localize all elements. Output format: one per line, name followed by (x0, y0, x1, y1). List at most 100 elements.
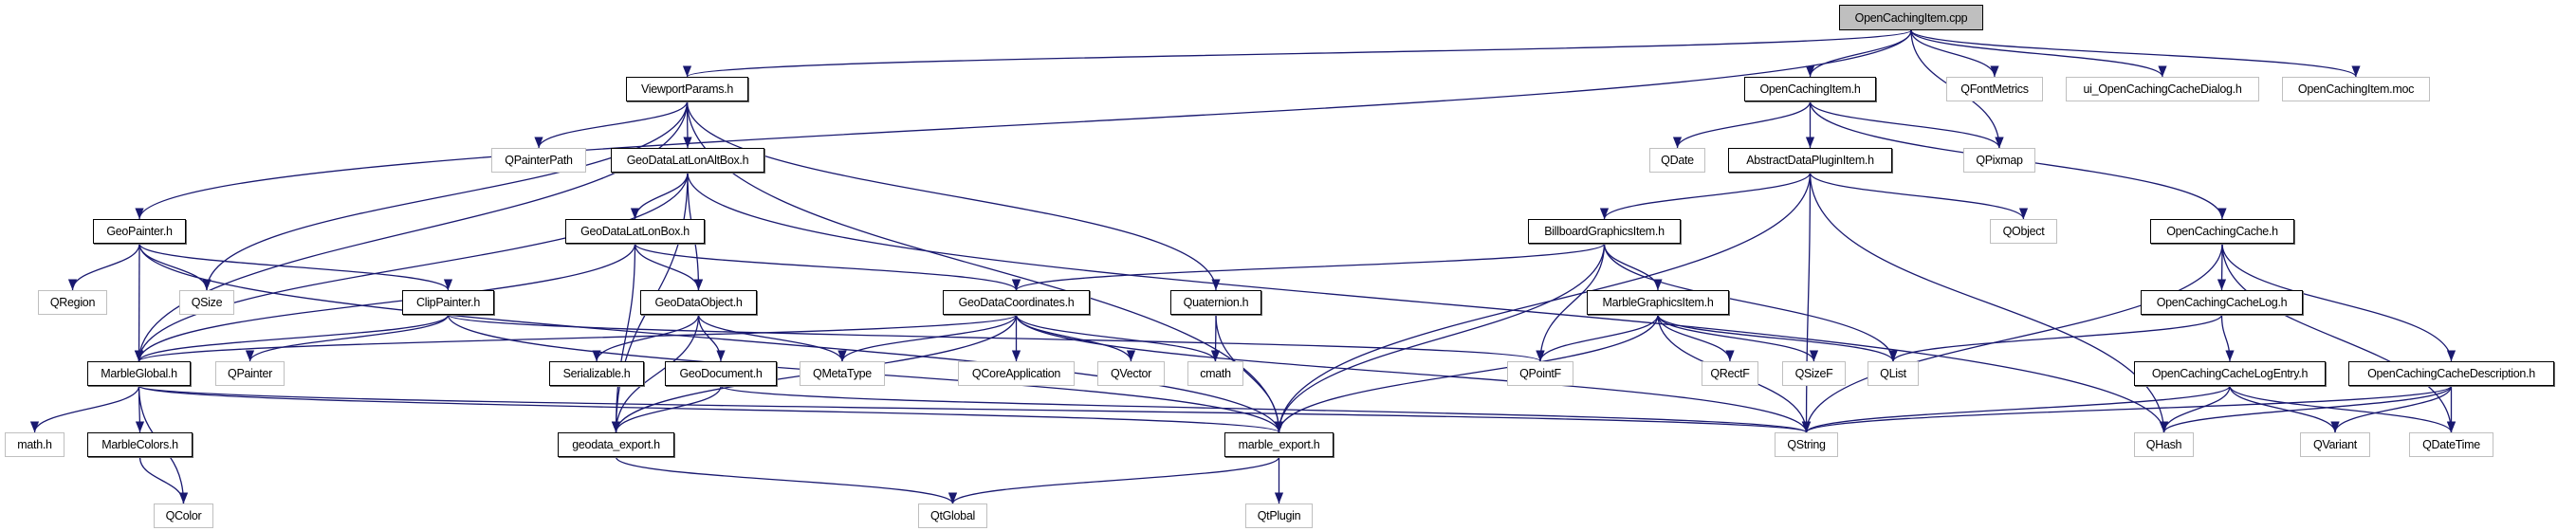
node-QSize: QSize (179, 290, 234, 315)
node-moc: OpenCachingItem.moc (2282, 77, 2430, 101)
edge-ClipPainter-to-QPointF (447, 314, 1545, 362)
edge-marbleExport-to-QtGlobal (948, 456, 1280, 504)
node-QList: QList (1868, 361, 1919, 386)
node-AbstractDataPluginItem[interactable]: AbstractDataPluginItem.h (1728, 148, 1892, 173)
edge-MarbleColors-to-QColor (138, 456, 189, 504)
edge-Billboard-to-QPointF (1536, 243, 1606, 362)
node-AltBox[interactable]: GeoDataLatLonAltBox.h (611, 148, 764, 173)
edge-cpp-to-moc (1910, 29, 2361, 78)
edge-ClipPainter-to-MarbleGlobal (134, 314, 450, 362)
edge-AbstractDataPluginItem-to-Billboard (1599, 172, 1812, 220)
edge-ClipPainter-to-QPainter (245, 314, 450, 362)
edge-ViewportParams-to-QSize (202, 101, 689, 291)
edge-Description-to-QVariant (2330, 385, 2453, 433)
edge-LogEntry-to-QVariant (2229, 385, 2340, 433)
node-MarbleGlobal[interactable]: MarbleGlobal.h (87, 361, 191, 386)
edge-OpenCachingItemH-to-QDate (1672, 101, 1812, 149)
node-QString: QString (1775, 432, 1838, 457)
edge-AbstractDataPluginItem-to-QObject (1809, 172, 2029, 220)
edge-AltBox-to-LatLonBox (630, 172, 689, 220)
edge-MarbleGlobal-to-mathh (29, 385, 140, 433)
edge-AbstractDataPluginItem-to-QHash (1809, 172, 2169, 433)
node-QVariant: QVariant (2300, 432, 2370, 457)
node-LogEntry[interactable]: OpenCachingCacheLogEntry.h (2134, 361, 2326, 386)
edge-MarbleGlobal-to-marbleExport (138, 385, 1283, 433)
edge-Billboard-to-GeoDataCoordinates (1012, 243, 1606, 291)
edge-GeoPainter-to-MarbleGlobal (134, 243, 144, 362)
node-QHash: QHash (2134, 432, 2194, 457)
node-ClipPainter[interactable]: ClipPainter.h (402, 290, 494, 315)
edge-OpenCachingItemH-to-QPixmap (1809, 101, 2004, 149)
node-GeoDataCoordinates[interactable]: GeoDataCoordinates.h (943, 290, 1090, 315)
node-cpp[interactable]: OpenCachingItem.cpp (1839, 5, 1983, 30)
node-GeoPainter[interactable]: GeoPainter.h (93, 219, 186, 244)
node-CacheLog[interactable]: OpenCachingCacheLog.h (2141, 290, 2303, 315)
edge-Description-to-QHash (2159, 385, 2453, 433)
node-ViewportParams[interactable]: ViewportParams.h (626, 77, 748, 101)
node-Serializable[interactable]: Serializable.h (549, 361, 644, 386)
edge-MarbleGraphicsItem-to-QPointF (1536, 314, 1659, 362)
node-marbleExport[interactable]: marble_export.h (1224, 432, 1334, 457)
edge-OpenCachingCache-to-QDateTime (2221, 243, 2456, 433)
node-QPixmap: QPixmap (1963, 148, 2035, 173)
node-MarbleGraphicsItem[interactable]: MarbleGraphicsItem.h (1587, 290, 1729, 315)
edge-LatLonBox-to-MarbleGlobal (134, 243, 636, 362)
edge-GeoDataObject-to-Serializable (592, 314, 700, 362)
node-LatLonBox[interactable]: GeoDataLatLonBox.h (565, 219, 705, 244)
node-mathh: math.h (5, 432, 64, 457)
node-QtPlugin: QtPlugin (1245, 504, 1313, 528)
node-geodataExport[interactable]: geodata_export.h (558, 432, 674, 457)
edge-ViewportParams-to-QPainterPath (534, 101, 689, 149)
edge-AbstractDataPluginItem-to-QString (1801, 172, 1812, 433)
edge-Billboard-to-MarbleGraphicsItem (1603, 243, 1663, 291)
edge-AbstractDataPluginItem-to-marbleExport (1274, 172, 1812, 433)
edge-geodataExport-to-QtGlobal (615, 456, 958, 504)
edge-ViewportParams-to-Quaternion (686, 101, 1221, 291)
node-GeoDocument[interactable]: GeoDocument.h (665, 361, 777, 386)
node-OpenCachingItemH[interactable]: OpenCachingItem.h (1744, 77, 1876, 101)
node-QDate: QDate (1649, 148, 1705, 173)
node-Description[interactable]: OpenCachingCacheDescription.h (2348, 361, 2554, 386)
node-GeoDataObject[interactable]: GeoDataObject.h (640, 290, 757, 315)
edge-LatLonBox-to-GeoDataCoordinates (634, 243, 1021, 291)
edge-GeoDataObject-to-GeoDocument (697, 314, 726, 362)
node-QRectF: QRectF (1702, 361, 1758, 386)
edge-GeoPainter-to-QRegion (67, 243, 140, 291)
edge-MarbleGraphicsItem-to-QRectF (1657, 314, 1735, 362)
edge-cpp-to-uiDialog (1910, 29, 2167, 78)
node-QDateTime: QDateTime (2409, 432, 2493, 457)
edge-GeoDataObject-to-QMetaType (697, 314, 847, 362)
node-QFontMetrics: QFontMetrics (1946, 77, 2043, 101)
node-QMetaType: QMetaType (800, 361, 885, 386)
edge-GeoDataCoordinates-to-QMetaType (837, 314, 1018, 362)
node-QPointF: QPointF (1507, 361, 1573, 386)
edge-GeoDocument-to-QString (720, 385, 1811, 433)
node-MarbleColors[interactable]: MarbleColors.h (87, 432, 193, 457)
edge-CacheLog-to-LogEntry (2220, 314, 2235, 362)
edge-AltBox-to-MarbleGlobal (134, 172, 689, 362)
edge-GeoDataCoordinates-to-MarbleGlobal (135, 314, 1018, 362)
edge-cpp-to-OpenCachingItemH (1805, 29, 1912, 78)
node-cmath: cmath (1187, 361, 1243, 386)
node-Billboard[interactable]: BillboardGraphicsItem.h (1528, 219, 1681, 244)
node-QCoreApplication: QCoreApplication (958, 361, 1075, 386)
edge-Description-to-QString (1802, 385, 2453, 433)
edge-cpp-to-ViewportParams (683, 29, 1912, 78)
node-QObject: QObject (1990, 219, 2057, 244)
node-QPainter: QPainter (215, 361, 285, 386)
edge-MarbleGlobal-to-QString (138, 385, 1811, 433)
edge-cpp-to-GeoPainter (135, 29, 1912, 220)
node-QtGlobal: QtGlobal (918, 504, 987, 528)
node-uiDialog: ui_OpenCachingCacheDialog.h (2066, 77, 2259, 101)
edge-LatLonBox-to-geodataExport (611, 243, 636, 433)
edge-GeoPainter-to-ClipPainter (138, 243, 453, 291)
edge-Billboard-to-QList (1603, 243, 1898, 362)
edge-GeoDataCoordinates-to-cmath (1015, 314, 1221, 362)
edge-LatLonBox-to-GeoDataObject (634, 243, 704, 291)
edge-GeoDataObject-to-geodataExport (611, 314, 700, 433)
node-Quaternion[interactable]: Quaternion.h (1170, 290, 1261, 315)
node-QVector: QVector (1097, 361, 1165, 386)
node-QPainterPath: QPainterPath (491, 148, 586, 173)
node-OpenCachingCache[interactable]: OpenCachingCache.h (2150, 219, 2294, 244)
